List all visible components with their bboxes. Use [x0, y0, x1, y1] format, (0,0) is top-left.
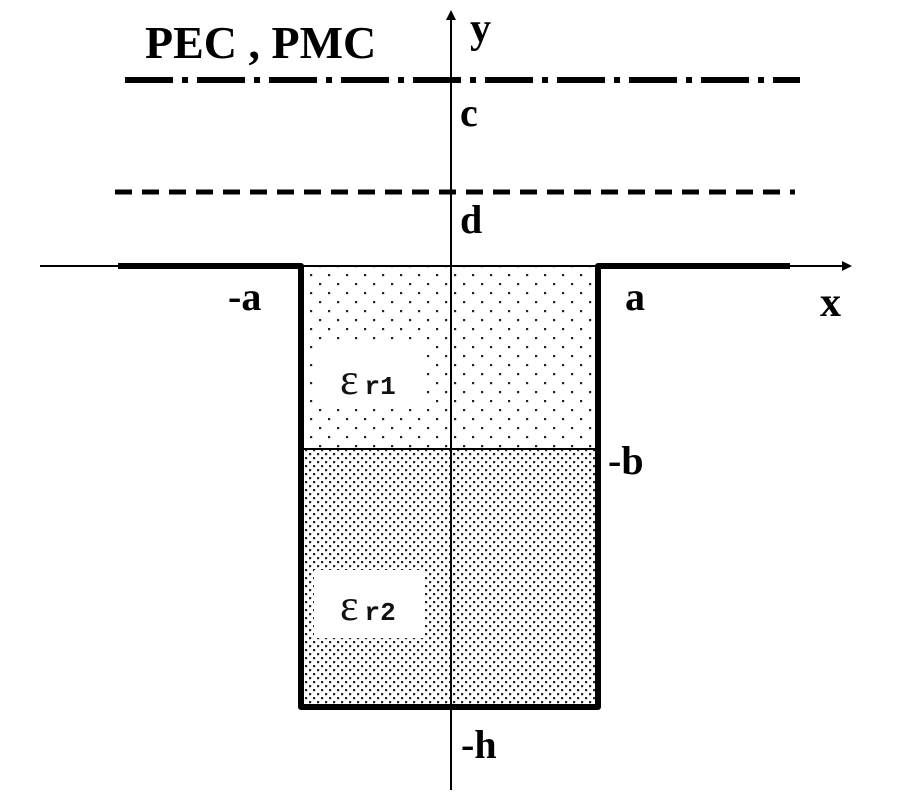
x-axis-label: x	[820, 280, 841, 326]
er2-subscript: r2	[364, 598, 395, 628]
label-a: a	[625, 274, 645, 319]
label-d: d	[460, 197, 482, 242]
label-neg-b: -b	[608, 438, 644, 483]
top-label: PEC , PMC	[145, 17, 376, 68]
er1-symbol: ε	[340, 355, 358, 404]
er2-symbol: ε	[340, 581, 358, 630]
er1-label-bg	[314, 345, 424, 407]
ground-plane-trough	[118, 263, 790, 710]
label-c: c	[460, 90, 478, 135]
er2-label-bg	[314, 570, 424, 638]
er1-subscript: r1	[364, 372, 395, 402]
label-neg-a: -a	[228, 274, 261, 319]
y-axis-label: y	[470, 6, 491, 52]
label-neg-h: -h	[461, 722, 497, 767]
